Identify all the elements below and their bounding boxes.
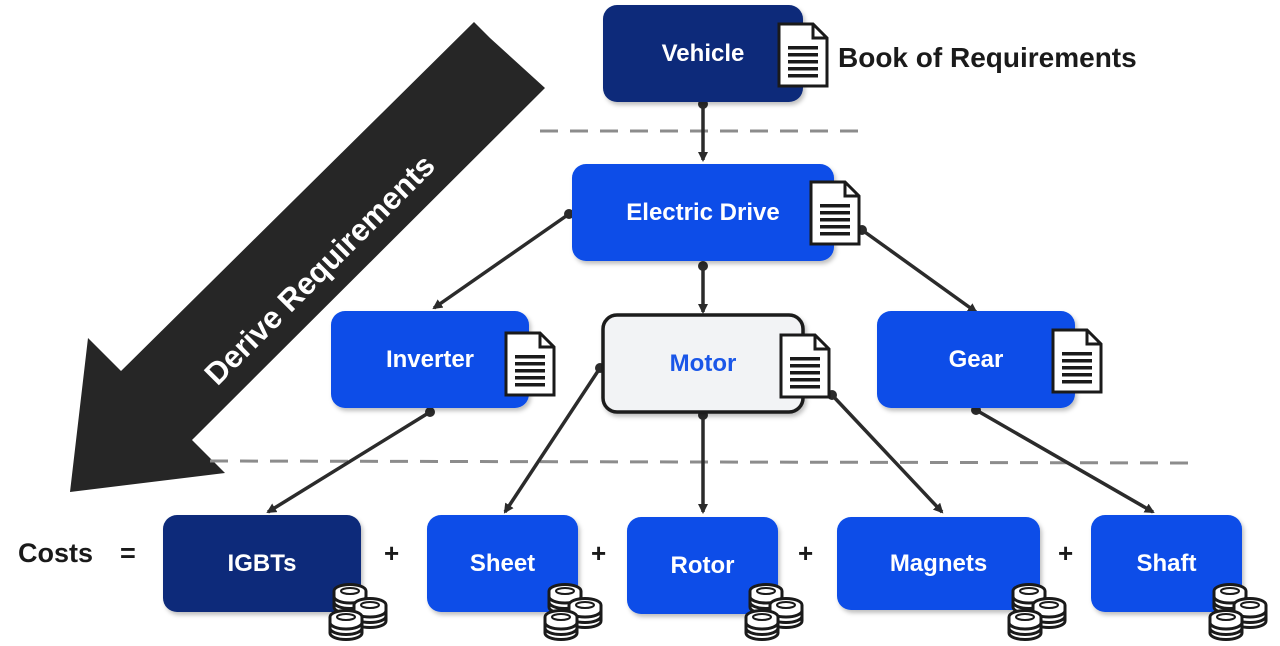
node-vehicle [603, 5, 803, 102]
plus-sign: + [1058, 538, 1074, 568]
edge-motor-sheet [503, 367, 602, 514]
node-magnets [837, 517, 1040, 610]
node-rotor [627, 517, 778, 614]
node-inverter [331, 311, 529, 408]
coins-icon [746, 585, 802, 640]
coins-icon [1210, 585, 1266, 640]
document-icon [809, 180, 861, 246]
edge-gear-shaft [975, 408, 1155, 514]
coins-icon [1009, 585, 1065, 640]
edge-drive-inverter [432, 212, 570, 310]
edge-motor-magnets [830, 393, 944, 514]
node-gear [877, 311, 1075, 408]
coins-icon [330, 585, 386, 640]
separator-bottom [209, 459, 1201, 465]
document-icon [504, 331, 556, 397]
node-sheet [427, 515, 578, 612]
plus-sign: + [384, 538, 400, 568]
edge-drive-gear [860, 228, 978, 314]
node-electric-drive [572, 164, 834, 261]
edge-inverter-igbts [266, 410, 431, 514]
equals-sign: = [120, 538, 136, 568]
node-shaft [1091, 515, 1242, 612]
document-icon [777, 22, 829, 88]
document-icon [779, 333, 831, 399]
plus-sign: + [798, 538, 814, 568]
document-icon [1051, 328, 1103, 394]
costs-label: Costs [18, 538, 94, 568]
node-igbts [163, 515, 361, 612]
derive-arrow [70, 22, 545, 492]
book-of-requirements-label: Book of Requirements [838, 42, 1137, 73]
node-motor [601, 313, 805, 414]
coins-icon [545, 585, 601, 640]
plus-sign: + [591, 538, 607, 568]
